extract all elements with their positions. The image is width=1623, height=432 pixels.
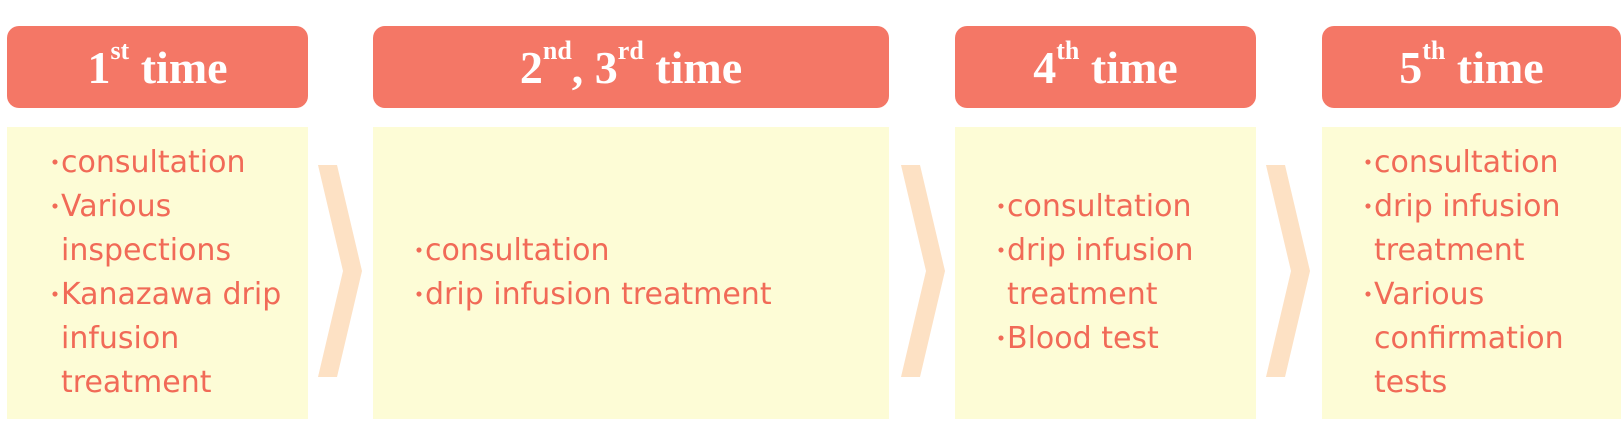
bullet-icon: ・ bbox=[1356, 149, 1380, 177]
item-text: consultation bbox=[1374, 145, 1559, 180]
bullet-icon: ・ bbox=[43, 281, 67, 309]
stage-2-items: ・ consultation ・ drip infusion treatment bbox=[403, 229, 885, 317]
stage-3-box: ・ consultation ・ drip infusion treatment… bbox=[955, 127, 1256, 419]
item-text: consultation bbox=[1007, 189, 1192, 224]
item-text: drip infusion treatment bbox=[1007, 233, 1194, 312]
bullet-icon: ・ bbox=[43, 149, 67, 177]
stage-4-title-rest: time bbox=[1445, 41, 1544, 93]
item-text: drip infusion treatment bbox=[425, 277, 772, 312]
stage-3-title-rest: time bbox=[1079, 41, 1178, 93]
chevron-right-icon bbox=[1266, 165, 1310, 377]
stage-4-suffix: th bbox=[1422, 36, 1446, 65]
list-item: ・ drip infusion treatment bbox=[1352, 185, 1617, 273]
list-item: ・ Blood test bbox=[985, 317, 1252, 361]
list-item: ・ drip infusion treatment bbox=[985, 229, 1252, 317]
list-item: ・ consultation bbox=[403, 229, 885, 273]
bullet-icon: ・ bbox=[1356, 281, 1380, 309]
chevron-right-icon bbox=[901, 165, 945, 377]
list-item: ・ Various confirmation tests bbox=[1352, 273, 1617, 405]
chevron-right-icon bbox=[318, 165, 362, 377]
stage-3-suffix: th bbox=[1056, 36, 1080, 65]
stage-1-number: 1 bbox=[87, 41, 111, 93]
item-text: Various confirmation tests bbox=[1374, 277, 1564, 400]
chevron-shape bbox=[1266, 165, 1310, 377]
bullet-icon: ・ bbox=[1356, 193, 1380, 221]
stage-1-suffix: st bbox=[110, 36, 130, 65]
list-item: ・ Various inspections bbox=[39, 185, 304, 273]
stage-3-items: ・ consultation ・ drip infusion treatment… bbox=[985, 185, 1252, 361]
stage-2-number-2: , 3 bbox=[571, 41, 618, 93]
bullet-icon: ・ bbox=[407, 237, 431, 265]
bullet-icon: ・ bbox=[989, 237, 1013, 265]
chevron-shape bbox=[318, 165, 362, 377]
item-text: consultation bbox=[425, 233, 610, 268]
stage-4-items: ・ consultation ・ drip infusion treatment… bbox=[1352, 141, 1617, 405]
bullet-icon: ・ bbox=[989, 193, 1013, 221]
stage-2-number: 2 bbox=[519, 41, 543, 93]
stage-4-box: ・ consultation ・ drip infusion treatment… bbox=[1322, 127, 1621, 419]
stage-1-items: ・ consultation ・ Various inspections ・ K… bbox=[39, 141, 304, 405]
item-text: consultation bbox=[61, 145, 246, 180]
list-item: ・ drip infusion treatment bbox=[403, 273, 885, 317]
item-text: Blood test bbox=[1007, 321, 1159, 356]
stage-2-suffix-2: rd bbox=[617, 36, 644, 65]
bullet-icon: ・ bbox=[407, 281, 431, 309]
list-item: ・ Kanazawa drip infusion treatment bbox=[39, 273, 304, 405]
list-item: ・ consultation bbox=[1352, 141, 1617, 185]
stage-3-number: 4 bbox=[1033, 41, 1057, 93]
item-text: drip infusion treatment bbox=[1374, 189, 1561, 268]
list-item: ・ consultation bbox=[39, 141, 304, 185]
stage-4-number: 5 bbox=[1399, 41, 1423, 93]
item-text: Various inspections bbox=[61, 189, 232, 268]
list-item: ・ consultation bbox=[985, 185, 1252, 229]
bullet-icon: ・ bbox=[989, 325, 1013, 353]
stage-2-title-rest: time bbox=[643, 41, 743, 93]
chevron-shape bbox=[901, 165, 945, 377]
bullet-icon: ・ bbox=[43, 193, 67, 221]
stage-2-suffix: nd bbox=[542, 36, 572, 65]
stage-1-title-rest: time bbox=[129, 41, 228, 93]
stage-2-box: ・ consultation ・ drip infusion treatment bbox=[373, 127, 889, 419]
stage-1-box: ・ consultation ・ Various inspections ・ K… bbox=[7, 127, 308, 419]
item-text: Kanazawa drip infusion treatment bbox=[61, 277, 282, 400]
